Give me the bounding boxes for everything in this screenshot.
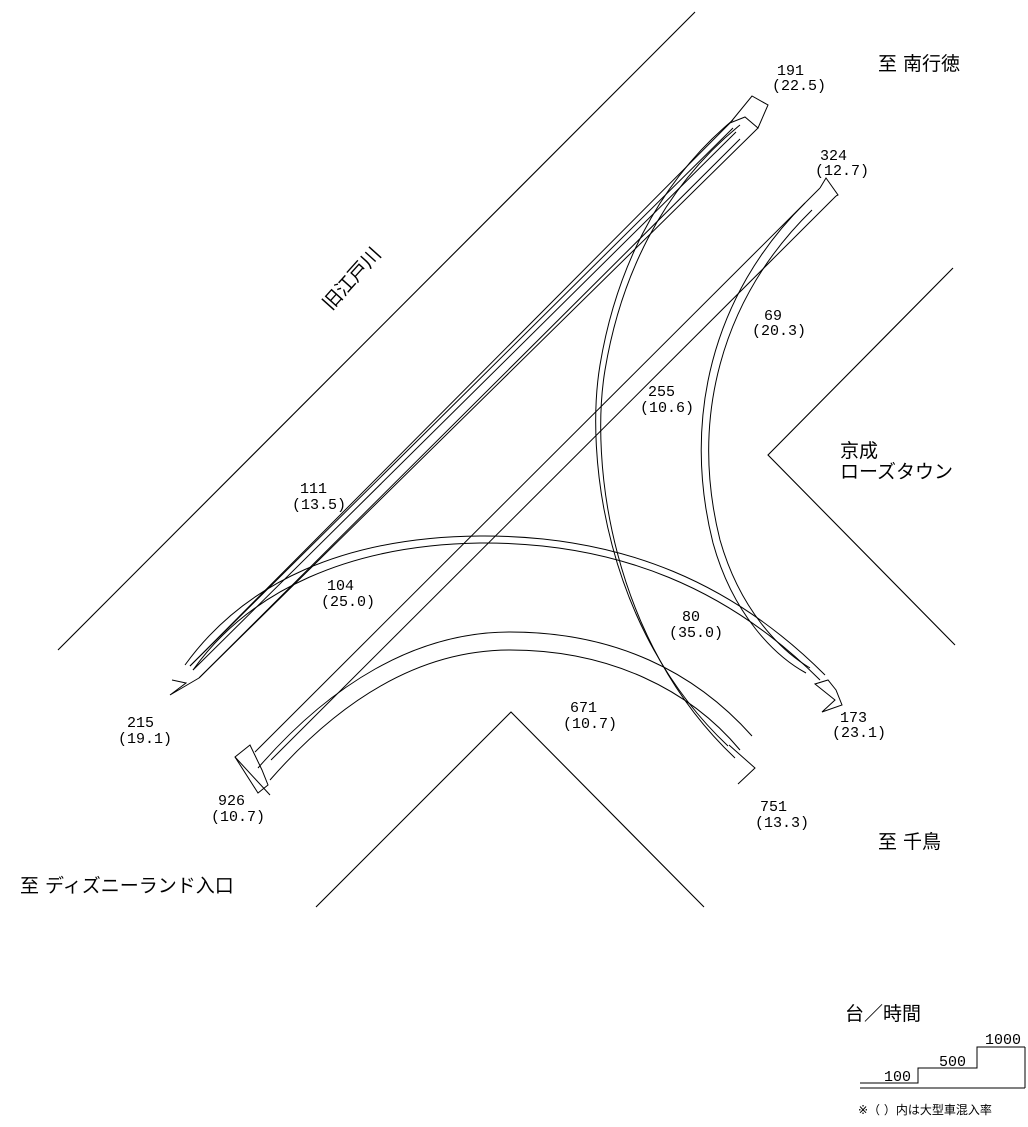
label-191: 191 (22.5)	[772, 63, 826, 95]
svg-text:(35.0): (35.0)	[669, 625, 723, 642]
svg-text:751: 751	[760, 799, 787, 816]
entry-tail-324	[819, 177, 839, 197]
entry-tail-751	[728, 744, 756, 785]
svg-text:(10.7): (10.7)	[563, 716, 617, 733]
label-671: 671 (10.7)	[563, 700, 617, 733]
dest-minami-gyotoku: 至 南行徳	[878, 53, 960, 75]
label-926: 926 (10.7)	[211, 793, 265, 826]
river-label: 旧江戸川	[318, 243, 385, 314]
south-corner-line	[315, 711, 705, 908]
dest-disney: 至 ディズニーランド入口	[20, 875, 234, 897]
label-69: 69 (20.3)	[752, 308, 806, 340]
svg-text:(19.1): (19.1)	[118, 731, 172, 748]
svg-text:(20.3): (20.3)	[752, 323, 806, 340]
svg-text:215: 215	[127, 715, 154, 732]
svg-text:(25.0): (25.0)	[321, 594, 375, 611]
svg-text:(13.3): (13.3)	[755, 815, 809, 832]
arrow-head-191	[728, 95, 769, 129]
flow-band-s-to-ne	[595, 119, 741, 759]
svg-text:(23.1): (23.1)	[832, 725, 886, 742]
label-80: 80 (35.0)	[669, 609, 723, 642]
svg-text:926: 926	[218, 793, 245, 810]
river-bank-line	[57, 11, 696, 651]
keisei-corner-line	[767, 267, 956, 646]
svg-text:80: 80	[682, 609, 700, 626]
entry-tail-215	[169, 677, 200, 696]
flow-band-ne-to-sw	[254, 187, 837, 761]
svg-text:(12.7): (12.7)	[815, 163, 869, 180]
svg-text:(10.7): (10.7)	[211, 809, 265, 826]
label-255: 255 (10.6)	[640, 384, 694, 417]
arrow-head-173	[813, 679, 843, 713]
svg-text:69: 69	[764, 308, 782, 325]
label-324: 324 (12.7)	[815, 148, 869, 180]
flow-band-ne-to-se	[700, 202, 813, 674]
label-215: 215 (19.1)	[118, 715, 172, 748]
flow-band-s-to-sw	[257, 631, 753, 781]
legend-step-100: 100	[884, 1069, 911, 1086]
label-173: 173 (23.1)	[832, 710, 886, 742]
svg-text:104: 104	[327, 578, 354, 595]
svg-text:(22.5): (22.5)	[772, 78, 826, 95]
label-751: 751 (13.3)	[755, 799, 809, 832]
svg-text:173: 173	[840, 710, 867, 727]
arrow-head-926	[234, 744, 269, 794]
legend-step-500: 500	[939, 1054, 966, 1071]
label-104: 104 (25.0)	[321, 578, 375, 611]
svg-text:191: 191	[777, 63, 804, 80]
svg-text:324: 324	[820, 148, 847, 165]
svg-text:(13.5): (13.5)	[292, 497, 346, 514]
legend: 台／時間 100 500 1000 ※（ ）内は大型車混入率	[845, 1003, 1026, 1117]
svg-text:(10.6): (10.6)	[640, 400, 694, 417]
flow-band-sw-to-se	[184, 535, 826, 681]
svg-text:255: 255	[648, 384, 675, 401]
dest-chidori: 至 千鳥	[878, 831, 941, 853]
legend-unit: 台／時間	[845, 1003, 921, 1025]
label-111: 111 (13.5)	[292, 481, 346, 514]
legend-step-1000: 1000	[985, 1032, 1021, 1049]
svg-text:111: 111	[300, 481, 327, 498]
legend-step-line	[860, 1046, 1025, 1084]
dest-keisei-1: 京成	[840, 440, 878, 462]
legend-note: ※（ ）内は大型車混入率	[858, 1102, 992, 1117]
dest-keisei-2: ローズタウン	[840, 461, 953, 483]
svg-text:671: 671	[570, 700, 597, 717]
